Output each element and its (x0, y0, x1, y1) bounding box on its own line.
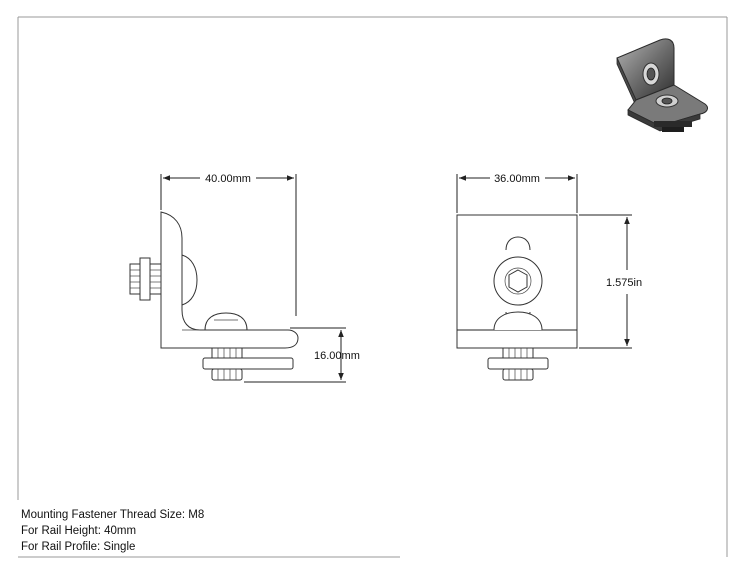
front-slot (493, 236, 543, 331)
dim-side-offset: 16.00mm (244, 327, 360, 383)
notes-block: Mounting Fastener Thread Size: M8 For Ra… (21, 509, 204, 553)
dim-side-offset-label: 16.00mm (314, 350, 360, 362)
bracket-profile (160, 211, 299, 349)
dim-side-width-label: 40.00mm (205, 173, 251, 185)
dim-front-width: 36.00mm (456, 173, 578, 213)
note-rail-profile: For Rail Profile: Single (21, 541, 135, 553)
dim-front-height-label: 1.575in (606, 277, 642, 289)
side-vertical-fastener (129, 254, 198, 306)
front-bottom-fastener (487, 347, 549, 381)
isometric-view (616, 38, 708, 132)
side-horizontal-fastener (202, 312, 294, 381)
note-thread-size: Mounting Fastener Thread Size: M8 (21, 509, 204, 521)
side-view: 40.00mm 16.00mm (129, 173, 360, 383)
note-rail-height: For Rail Height: 40mm (21, 525, 136, 537)
front-view: 36.00mm 1.575in (456, 173, 642, 381)
dim-side-width: 40.00mm (160, 173, 297, 316)
dim-front-height: 1.575in (579, 214, 642, 349)
dim-front-width-label: 36.00mm (494, 173, 540, 185)
hex-socket-icon (508, 269, 528, 293)
sheet-frame (17, 16, 728, 558)
